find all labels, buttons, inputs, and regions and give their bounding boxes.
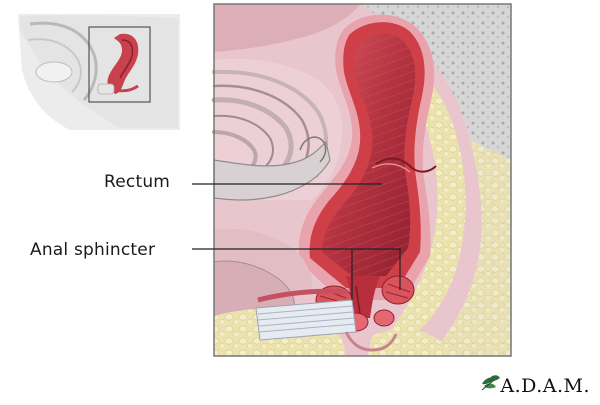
levator-muscle-fibers: [255, 288, 357, 341]
main-cross-section: [211, 3, 512, 357]
thumbnail-highlight-box: [88, 26, 151, 103]
illustration-frame: [213, 3, 512, 357]
rectum-label: Rectum: [104, 172, 171, 192]
adam-leaf-icon: [481, 375, 500, 391]
adam-logo-text: A.D.A.M.: [500, 375, 590, 397]
thumbnail-overview: [18, 14, 180, 130]
anal-sphincter-label: Anal sphincter: [30, 240, 156, 260]
anal-sphincter-leader-line: [192, 248, 401, 290]
adam-logo: A.D.A.M.: [500, 375, 590, 397]
